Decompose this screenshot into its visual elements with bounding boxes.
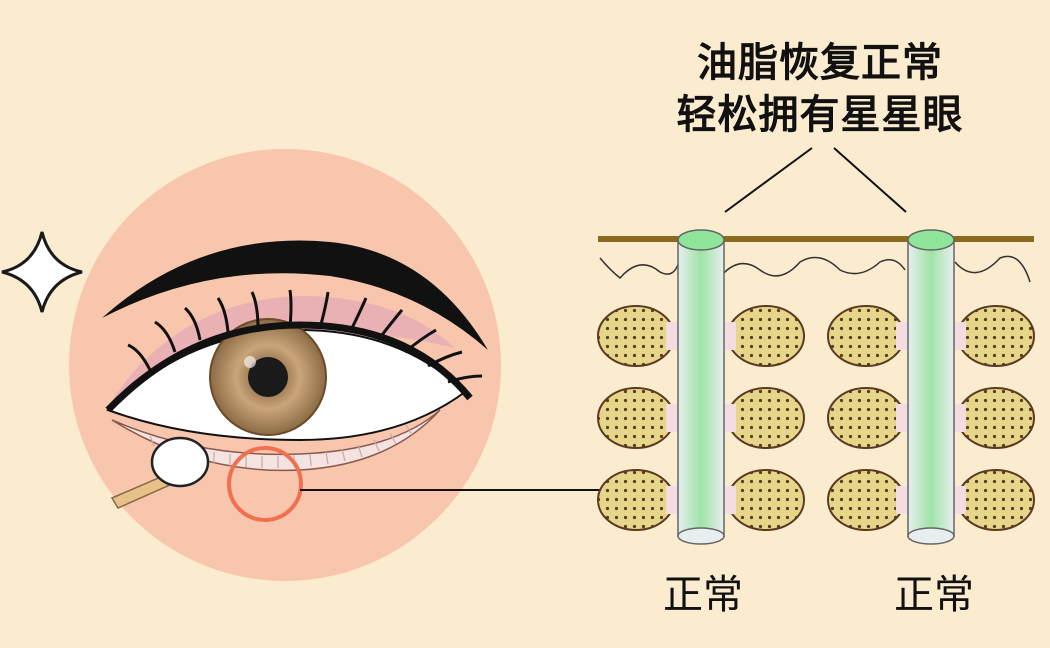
headline-line-2: 轻松拥有星星眼 <box>676 92 964 138</box>
magnifier-ring-icon <box>227 446 303 522</box>
skin-surface <box>598 236 1034 242</box>
gland-column-left <box>597 229 805 545</box>
headline-line-1: 油脂恢复正常 <box>697 40 943 86</box>
skin-contour <box>599 255 1031 283</box>
headline-pointer-left <box>724 147 813 213</box>
gland-column-right <box>827 229 1035 545</box>
gland-label-left: 正常 <box>663 572 743 618</box>
gland-label-right: 正常 <box>894 572 974 618</box>
cotton-swab-icon <box>110 436 210 509</box>
sparkle-icon <box>1 231 83 313</box>
eyebrow <box>102 240 488 350</box>
headline-pointer-right <box>833 147 907 213</box>
